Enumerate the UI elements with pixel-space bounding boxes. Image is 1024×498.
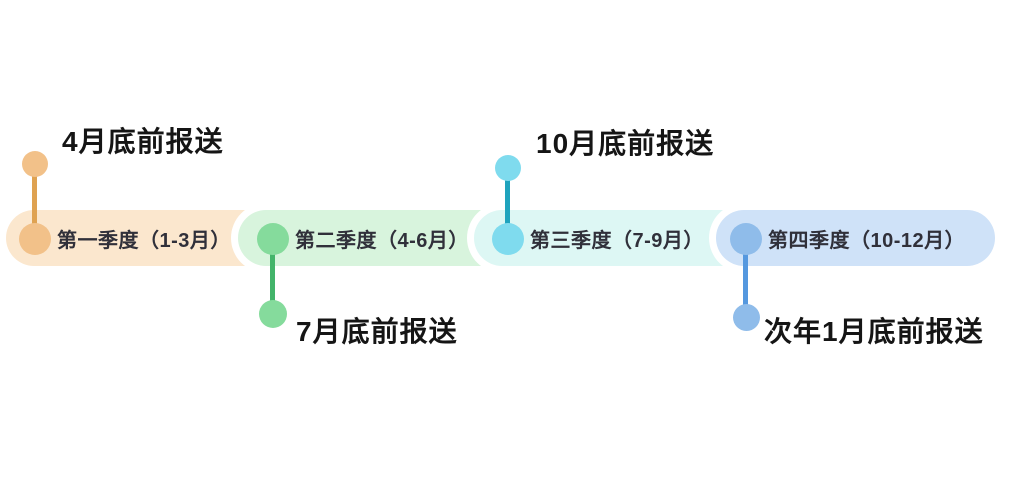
- q4-connector-line: [743, 240, 748, 317]
- q3-deadline-dot: [495, 155, 521, 181]
- quarter-pill-q4: 第四季度（10-12月）: [716, 210, 995, 266]
- q1-pill-dot: [19, 223, 51, 255]
- quarter-pill-q1: 第一季度（1-3月）: [6, 210, 278, 266]
- q3-deadline-label: 10月底前报送: [536, 128, 715, 159]
- q2-pill-dot: [257, 223, 289, 255]
- quarter-label-q1: 第一季度（1-3月）: [57, 229, 231, 252]
- quarter-label-q3: 第三季度（7-9月）: [530, 229, 704, 252]
- q1-deadline-dot: [22, 151, 48, 177]
- q1-connector-line: [32, 164, 37, 240]
- quarter-label-q2: 第二季度（4-6月）: [295, 229, 469, 252]
- q3-pill-dot: [492, 223, 524, 255]
- quarter-label-q4: 第四季度（10-12月）: [768, 229, 966, 252]
- q2-connector-line: [270, 240, 275, 314]
- q3-connector-line: [505, 168, 510, 240]
- q1-deadline-label: 4月底前报送: [62, 126, 224, 157]
- q4-deadline-label: 次年1月底前报送: [764, 316, 984, 347]
- q4-pill-dot: [730, 223, 762, 255]
- q2-deadline-dot: [259, 300, 287, 328]
- q2-deadline-label: 7月底前报送: [296, 316, 458, 347]
- q4-deadline-dot: [733, 304, 760, 331]
